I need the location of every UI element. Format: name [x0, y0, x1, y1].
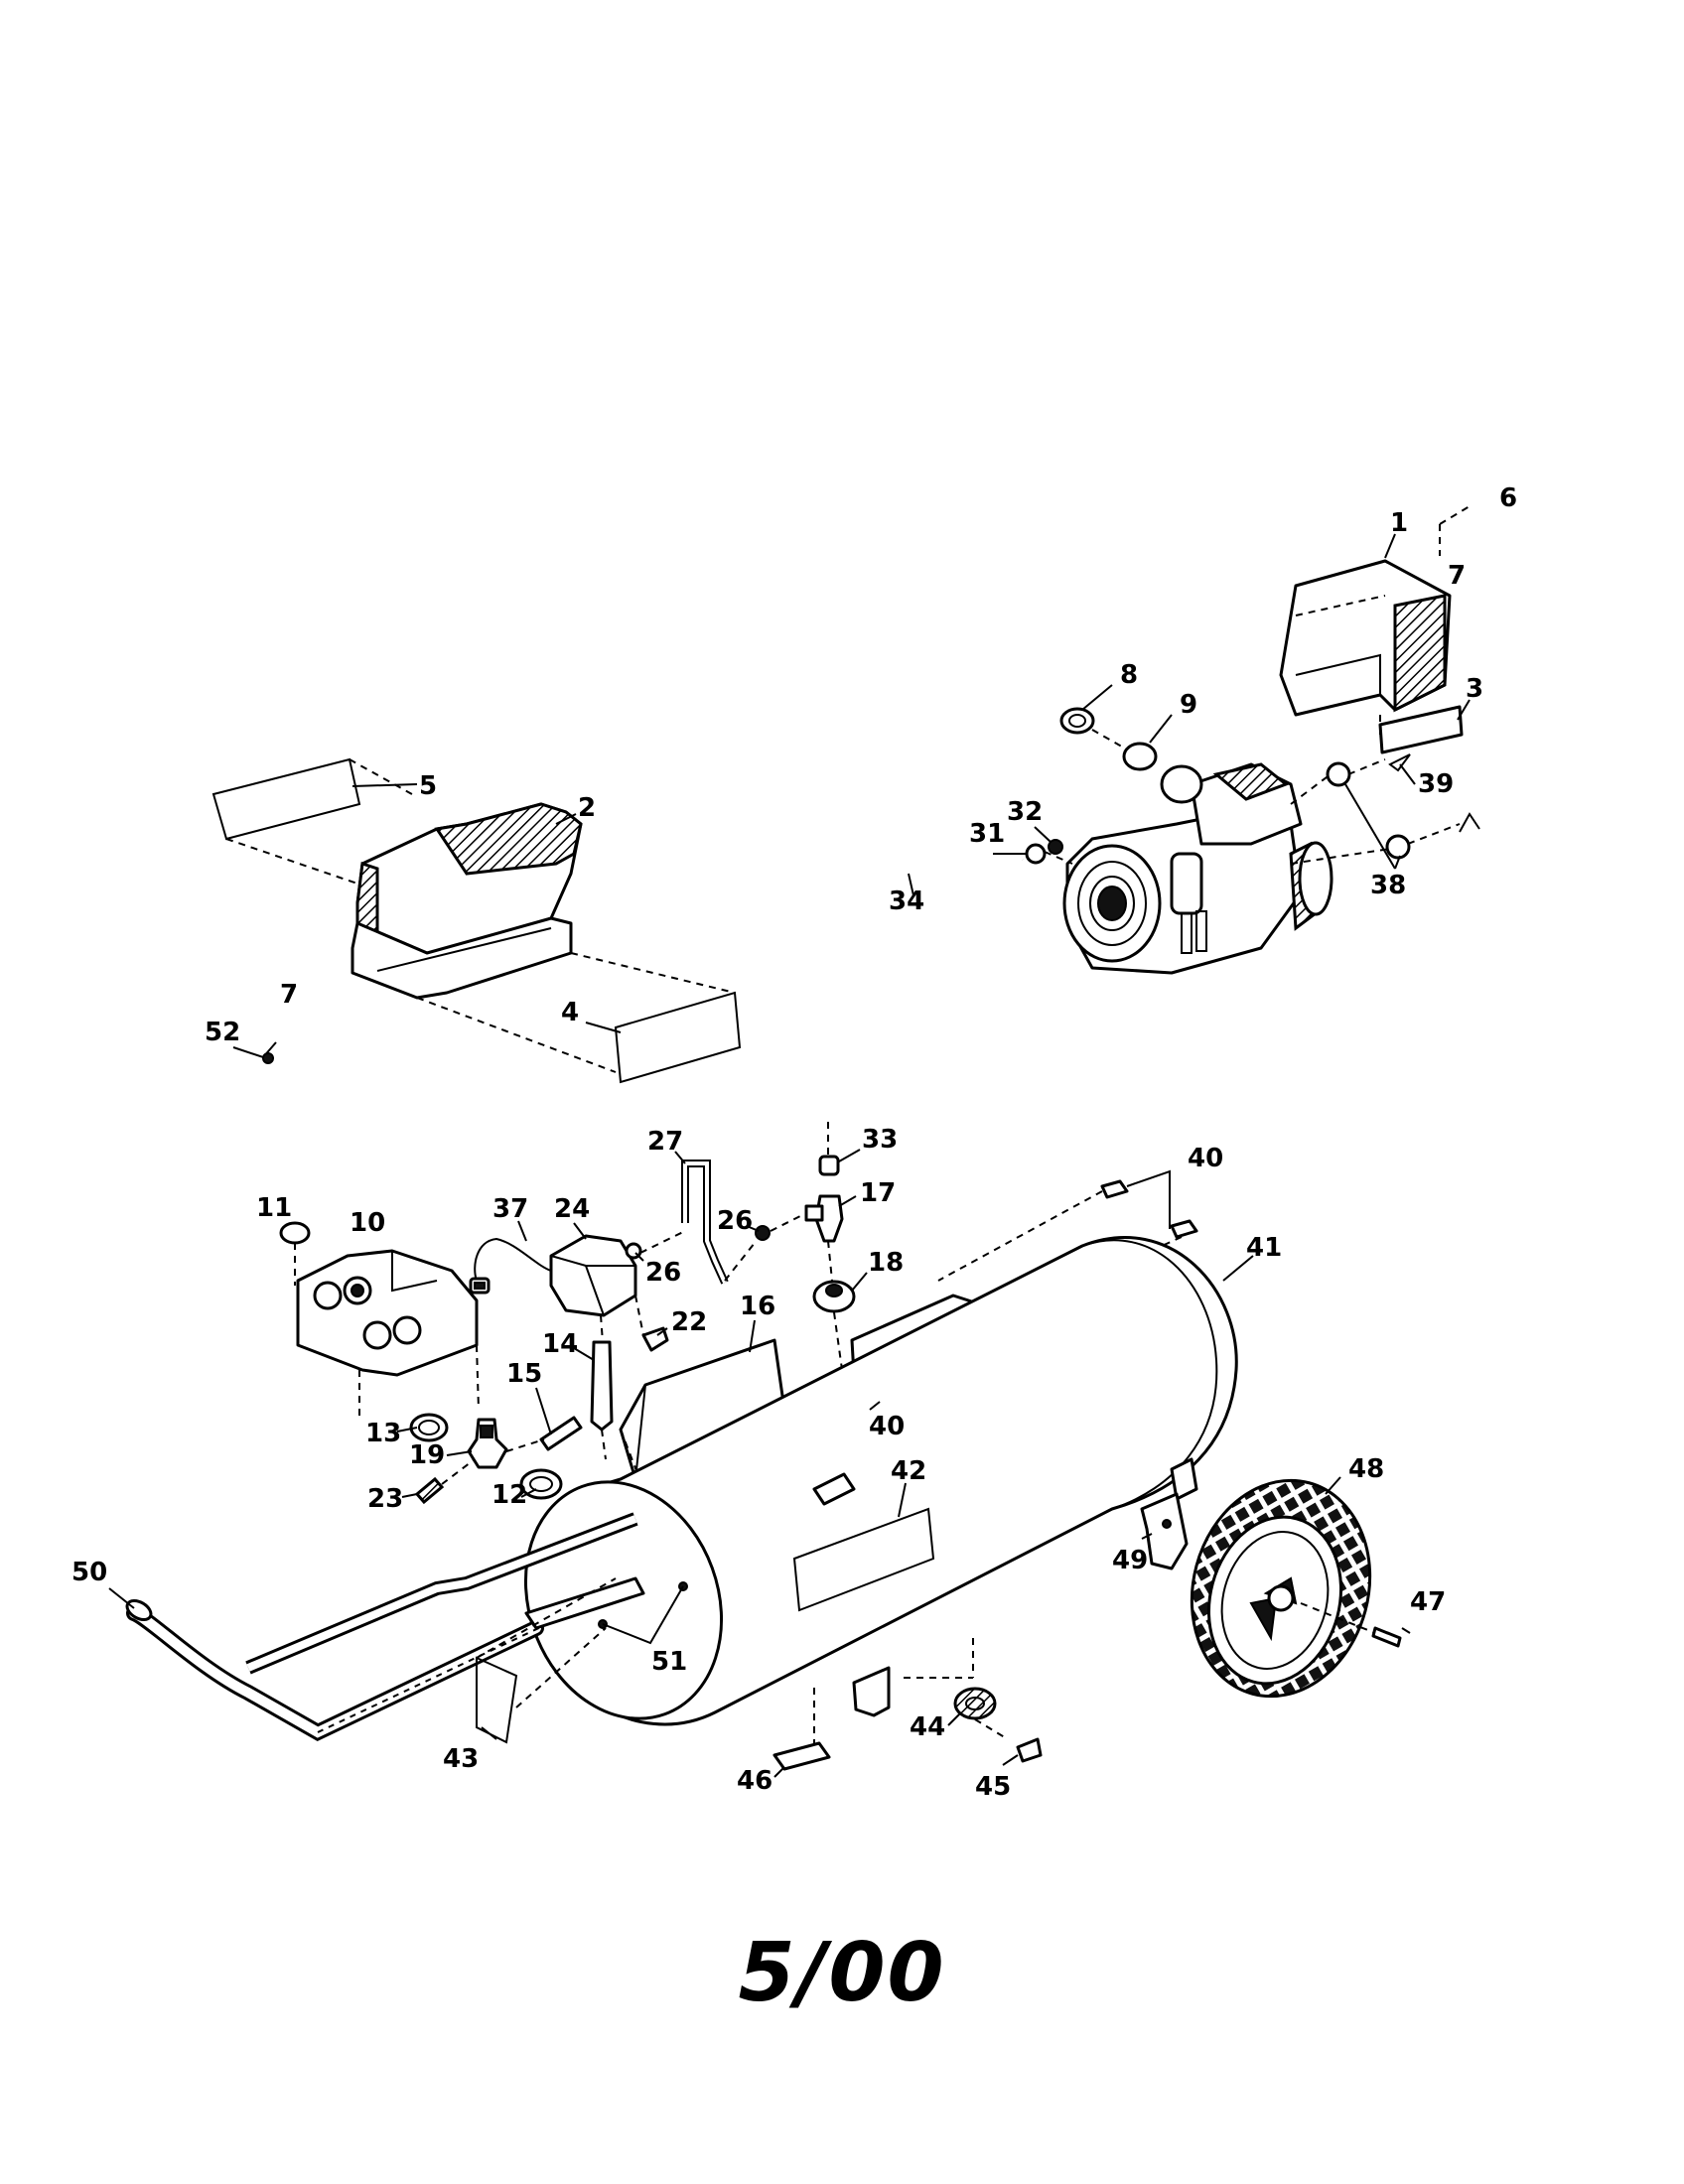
callout-14: 14 — [542, 1329, 578, 1359]
callout-32: 32 — [1007, 797, 1043, 827]
callout-12: 12 — [491, 1480, 527, 1510]
callout-1: 1 — [1390, 508, 1408, 538]
bolt-47 — [1371, 1626, 1402, 1648]
callout-3: 3 — [1466, 674, 1483, 704]
callout-41: 41 — [1246, 1233, 1282, 1263]
callout-8: 8 — [1120, 660, 1138, 690]
callout-38: 38 — [1370, 871, 1406, 900]
callout-9: 9 — [1180, 690, 1197, 720]
callout-7: 7 — [1448, 561, 1466, 591]
filter-9 — [1122, 742, 1158, 771]
foot-rear — [852, 1666, 891, 1717]
revision-date: 5/00 — [738, 1926, 946, 2020]
gauge-11 — [279, 1221, 311, 1245]
callout-19: 19 — [409, 1440, 445, 1470]
callout-51: 51 — [651, 1647, 687, 1677]
foot-49 — [1140, 1492, 1189, 1570]
callout-40-alt: 40 — [869, 1412, 905, 1441]
callout-26: 26 — [645, 1258, 681, 1288]
decal-42 — [792, 1507, 935, 1612]
callout-33: 33 — [862, 1125, 898, 1155]
drain-valve-45 — [1016, 1737, 1043, 1763]
spring-23 — [414, 1476, 445, 1505]
callout-46: 46 — [737, 1766, 772, 1796]
callout-6: 6 — [1499, 483, 1517, 513]
callout-40: 40 — [1188, 1144, 1223, 1173]
callout-44: 44 — [910, 1712, 945, 1742]
callout-31: 31 — [969, 819, 1005, 849]
tube-27 — [683, 1161, 727, 1284]
decal-5 — [211, 757, 361, 841]
callout-13: 13 — [365, 1419, 401, 1448]
callout-43: 43 — [443, 1744, 479, 1774]
callout-7-alt: 7 — [280, 980, 298, 1010]
drain-44 — [953, 1687, 997, 1720]
manifold-10 — [296, 1249, 480, 1420]
callout-17: 17 — [860, 1178, 896, 1208]
callout-50: 50 — [71, 1558, 107, 1587]
callout-16: 16 — [740, 1292, 775, 1321]
valve-22 — [641, 1326, 669, 1352]
callout-39: 39 — [1418, 769, 1454, 799]
callout-5: 5 — [419, 771, 437, 801]
ring-32 — [1048, 839, 1063, 855]
callout-23: 23 — [367, 1484, 403, 1514]
callout-34: 34 — [889, 887, 924, 916]
callout-37: 37 — [492, 1194, 528, 1224]
nut-31 — [1025, 843, 1047, 865]
callout-10: 10 — [350, 1208, 385, 1238]
pressure-switch-24 — [469, 1234, 637, 1317]
washer-38a — [1326, 761, 1351, 787]
pad-46 — [772, 1741, 831, 1771]
callout-49: 49 — [1112, 1546, 1148, 1575]
washer-38b — [1385, 834, 1411, 860]
callout-27: 27 — [647, 1127, 683, 1157]
callout-2: 2 — [578, 793, 596, 823]
callout-11: 11 — [256, 1193, 292, 1223]
callout-labels: 1 2 3 4 5 6 7 7 8 9 10 11 12 13 14 15 16… — [71, 483, 1517, 1802]
callout-26-alt: 26 — [717, 1206, 753, 1236]
callout-22: 22 — [671, 1307, 707, 1337]
decal-4 — [614, 991, 742, 1084]
filter-8 — [1059, 707, 1095, 735]
wheel-48 — [1190, 1478, 1372, 1699]
gauge-13 — [409, 1413, 449, 1442]
callout-42: 42 — [891, 1456, 926, 1486]
callout-52: 52 — [205, 1018, 240, 1047]
regulator-19 — [467, 1418, 508, 1469]
callout-24: 24 — [554, 1194, 590, 1224]
callout-15: 15 — [506, 1359, 542, 1389]
front-shroud — [211, 757, 742, 1084]
motor-pump — [1062, 762, 1333, 975]
callout-48: 48 — [1348, 1454, 1384, 1484]
callout-47: 47 — [1410, 1587, 1446, 1617]
callout-45: 45 — [975, 1772, 1011, 1802]
valve-14 — [590, 1340, 614, 1432]
plate-43 — [476, 1656, 518, 1744]
valve-15 — [539, 1416, 583, 1451]
callout-4: 4 — [561, 998, 579, 1027]
callout-18: 18 — [868, 1248, 904, 1278]
rear-shroud — [1279, 505, 1471, 754]
nut-33 — [818, 1155, 840, 1176]
